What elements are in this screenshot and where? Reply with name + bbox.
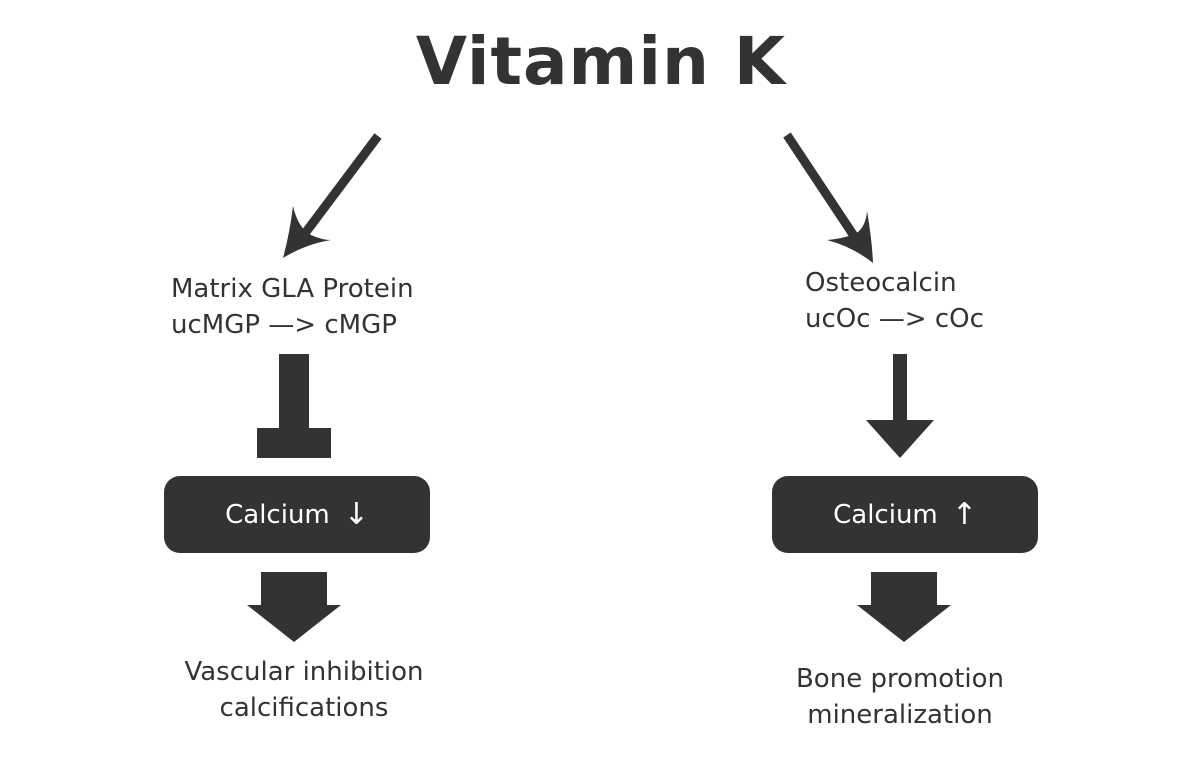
left-diagonal-arrow-head [283, 206, 331, 258]
right-protein-name: Osteocalcin [805, 268, 957, 298]
calcium-decrease-label: Calcium [225, 499, 330, 530]
right-diagonal-arrow-head [827, 211, 873, 263]
left-protein-name: Matrix GLA Protein [171, 274, 414, 304]
left-protein-conversion: ucMGP —> cMGP [171, 310, 397, 340]
arrow-up-icon: ↑ [951, 497, 977, 532]
left-outcome: Vascular inhibition calcifications [154, 654, 454, 726]
inhibition-bar-icon [257, 354, 331, 458]
right-diagonal-arrow-shaft [783, 132, 864, 248]
right-protein-label: Osteocalcin ucOc —> cOc [805, 265, 984, 337]
left-protein-label: Matrix GLA Protein ucMGP —> cMGP [171, 271, 414, 343]
left-outcome-line1: Vascular inhibition [184, 657, 424, 687]
promotion-arrow-icon [866, 354, 934, 458]
right-outcome-line1: Bone promotion [795, 664, 1005, 694]
right-outcome: Bone promotion mineralization [750, 661, 1050, 733]
left-diagonal-arrow [283, 133, 382, 258]
diagram-title: Vitamin K [415, 23, 787, 100]
right-outcome-arrow-icon [857, 572, 951, 642]
left-diagonal-arrow-shaft [296, 133, 382, 243]
right-protein-conversion: ucOc —> cOc [805, 304, 984, 334]
right-outcome-line2: mineralization [807, 700, 993, 730]
right-diagonal-arrow [783, 132, 873, 263]
left-outcome-arrow-icon [247, 572, 341, 642]
calcium-increase-box: Calcium ↑ [772, 476, 1038, 553]
calcium-decrease-box: Calcium ↓ [164, 476, 430, 553]
left-outcome-line2: calcifications [219, 693, 389, 723]
calcium-increase-label: Calcium [833, 499, 938, 530]
arrow-down-icon: ↓ [343, 497, 369, 532]
